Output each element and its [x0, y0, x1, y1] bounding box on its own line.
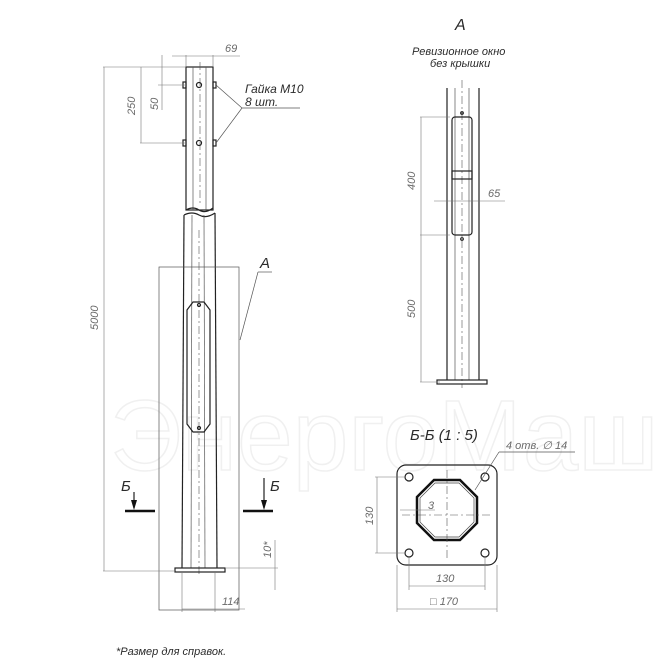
dim-window-elevation: 500 [406, 299, 418, 318]
section-bb-title: Б-Б (1 : 5) [410, 427, 478, 444]
detail-ref-label: А [259, 255, 270, 272]
detail-a-view: А Ревизионное окно без крышки 400 500 65 [406, 17, 505, 388]
section-mark-right: Б [270, 478, 280, 495]
dim-bolt-spacing: 50 [149, 97, 161, 110]
watermark: ЭнергоМаш [110, 380, 659, 492]
dim-overall-height: 5000 [89, 305, 101, 330]
section-bb-view: Б-Б (1 : 5) 3 4 отв. ∅ 14 130 130 □ [364, 427, 575, 612]
dim-hole-spacing-v: 130 [364, 506, 376, 525]
section-mark-left: Б [121, 478, 131, 495]
detail-a-subtitle-2: без крышки [430, 58, 490, 70]
dim-base-offset: 10* [262, 541, 274, 558]
dim-top-offset: 250 [126, 96, 138, 116]
nut-callout-line2: 8 шт. [245, 95, 278, 109]
dim-base-width: 114 [222, 596, 240, 608]
dim-wall-thickness: 3 [428, 500, 435, 512]
main-view: А Б Б 5000 250 50 69 Гайка М10 8 шт. [89, 43, 304, 612]
nut-callout-line1: Гайка М10 [245, 82, 304, 96]
dim-top-width: 69 [225, 43, 237, 55]
dim-hole-spacing-h: 130 [436, 573, 455, 585]
holes-callout: 4 отв. ∅ 14 [506, 440, 567, 452]
detail-a-title: А [454, 17, 466, 34]
detail-a-subtitle-1: Ревизионное окно [412, 46, 505, 58]
dim-plate-size: □ 170 [430, 596, 459, 608]
footnote: *Размер для справок. [116, 646, 226, 658]
dim-window-height: 400 [406, 171, 418, 190]
dim-window-width: 65 [488, 188, 501, 200]
